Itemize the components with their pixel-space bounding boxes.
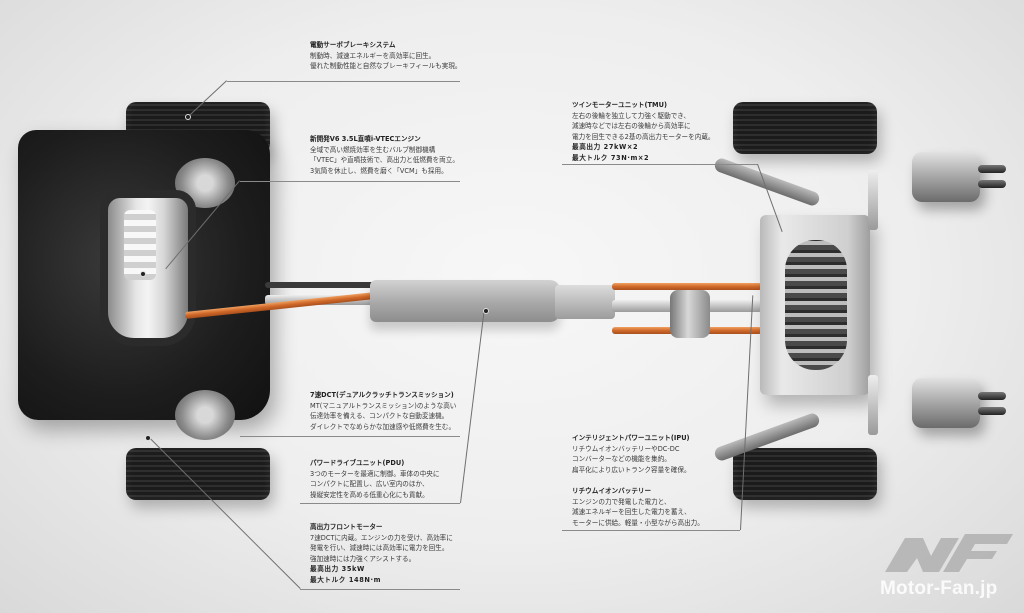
annotation-rule — [562, 530, 740, 531]
annotation-brake: 電動サーボブレーキシステム 制動時、減速エネルギーを高効率に回生。 優れた制動性… — [310, 40, 462, 72]
annotation-line: 発電を行い、減速時には高効率に電力を回生。 — [310, 544, 449, 553]
annotation-line: 減速時などでは左右の後輪から高効率に — [572, 122, 691, 131]
annotation-title: リチウムイオンバッテリー — [572, 487, 652, 495]
annotation-title: 新開発V6 3.5L直噴i-VTECエンジン — [310, 135, 421, 143]
annotation-title: インテリジェントパワーユニット(IPU) — [572, 434, 690, 442]
annotation-line: 「VTEC」や直噴技術で、高出力と低燃費を両立。 — [310, 156, 459, 165]
annotation-spec: 最大トルク 148N·m — [310, 575, 382, 584]
annotation-front-motor: 高出力フロントモーター 7速DCTに内蔵。エンジンの力を受け、高効率に 発電を行… — [310, 522, 453, 586]
annotation-rule — [300, 503, 460, 504]
leader-dot — [140, 271, 146, 277]
annotation-engine: 新開発V6 3.5L直噴i-VTECエンジン 全域で高い燃焼効率を生むバルブ制御… — [310, 134, 459, 176]
annotation-line: 減速エネルギーを回生した電力を蓄え、 — [572, 508, 691, 517]
annotation-line: 強加速時には力強くアシストする。 — [310, 554, 416, 563]
mf-logo-icon — [885, 534, 1013, 572]
rear-muffler-right — [912, 378, 980, 428]
annotation-rule — [240, 436, 460, 437]
annotation-line: コンバーターなどの機能を集約。 — [572, 455, 671, 464]
annotation-line: 左右の後輪を独立して力強く駆動でき、 — [572, 111, 691, 120]
annotation-spec: 最高出力 35kW — [310, 565, 365, 574]
annotation-tmu: ツインモーターユニット(TMU) 左右の後輪を独立して力強く駆動でき、 減速時な… — [572, 100, 715, 164]
annotation-line: 制動時、減速エネルギーを高効率に回生。 — [310, 51, 436, 60]
engine-cover-intake — [124, 210, 156, 280]
annotation-line: エンジンの力で発電した電力と、 — [572, 497, 671, 506]
annotation-rule — [227, 81, 460, 82]
leader-line — [460, 309, 485, 504]
annotation-line: リチウムイオンバッテリーやDC-DC — [572, 444, 680, 453]
annotation-dct: 7速DCT(デュアルクラッチトランスミッション) MT(マニュアルトランスミッシ… — [310, 390, 456, 432]
watermark-text: Motor-Fan.jp — [880, 578, 998, 599]
annotation-title: パワードライブユニット(PDU) — [310, 459, 405, 467]
center-muffler — [670, 290, 710, 338]
front-right-tire — [126, 448, 270, 500]
front-right-strut — [175, 390, 235, 440]
annotation-spec: 最高出力 27kW×2 — [572, 143, 639, 152]
annotation-line: 7速DCTに内蔵。エンジンの力を受け、高効率に — [310, 533, 453, 542]
leader-dot — [145, 435, 151, 441]
coolant-pipe — [265, 282, 375, 288]
annotation-line: MT(マニュアルトランスミッション)のような高い — [310, 401, 457, 410]
tailpipe-left-1 — [978, 165, 1006, 173]
leader-dot — [483, 308, 489, 314]
leader-dot — [185, 114, 191, 120]
rear-right-tire — [733, 448, 877, 500]
annotation-line: 全域で高い燃焼効率を生むバルブ制御機構 — [310, 145, 436, 154]
annotation-rule — [240, 181, 460, 182]
annotation-battery: リチウムイオンバッテリー エンジンの力で発電した電力と、 減速エネルギーを回生し… — [572, 486, 704, 528]
annotation-line: 3つのモーターを最適に制御。車体の中央に — [310, 469, 440, 478]
annotation-title: 高出力フロントモーター — [310, 523, 383, 531]
pdu-battery-tunnel — [370, 280, 560, 322]
annotation-line: 操縦安定性を高める低重心化にも貢献。 — [310, 490, 429, 499]
rear-left-tire — [733, 102, 877, 154]
tailpipe-left-2 — [978, 180, 1006, 188]
exhaust-pipe-rear-right — [868, 375, 878, 435]
annotation-title: 電動サーボブレーキシステム — [310, 41, 396, 49]
annotation-line: ダイレクトでなめらかな加速感や低燃費を生む。 — [310, 422, 456, 431]
annotation-pdu: パワードライブユニット(PDU) 3つのモーターを最適に制御。車体の中央に コン… — [310, 458, 439, 500]
annotation-line: モーターに供給。軽量・小型ながら高出力。 — [572, 518, 704, 527]
tailpipe-right-1 — [978, 392, 1006, 400]
annotation-title: 7速DCT(デュアルクラッチトランスミッション) — [310, 391, 454, 399]
annotation-line: 優れた制動性能と自然なブレーキフィールも実現。 — [310, 62, 462, 71]
annotation-ipu: インテリジェントパワーユニット(IPU) リチウムイオンバッテリーやDC-DC … — [572, 433, 691, 475]
annotation-line: 3気筒を休止し、燃費を磨く「VCM」も採用。 — [310, 166, 448, 175]
annotation-line: 扁平化により広いトランク容量を確保。 — [572, 465, 691, 474]
annotation-line: 電力を回生できる2基の高出力モーターを内蔵。 — [572, 132, 715, 141]
annotation-spec: 最大トルク 73N·m×2 — [572, 153, 650, 162]
twin-motor-unit — [785, 240, 847, 370]
exhaust-pipe-rear-left — [868, 170, 878, 230]
tunnel-rear-section — [555, 285, 615, 319]
annotation-rule — [562, 164, 758, 165]
annotation-rule — [300, 589, 460, 590]
tailpipe-right-2 — [978, 407, 1006, 415]
hv-cable-rear-upper — [612, 283, 762, 290]
annotation-line: 伝達効率を備える、コンパクトな自動変速機。 — [310, 412, 449, 421]
annotation-line: コンパクトに配置し、広い室内のほか、 — [310, 480, 429, 489]
annotation-title: ツインモーターユニット(TMU) — [572, 101, 667, 109]
rear-muffler-left — [912, 152, 980, 202]
